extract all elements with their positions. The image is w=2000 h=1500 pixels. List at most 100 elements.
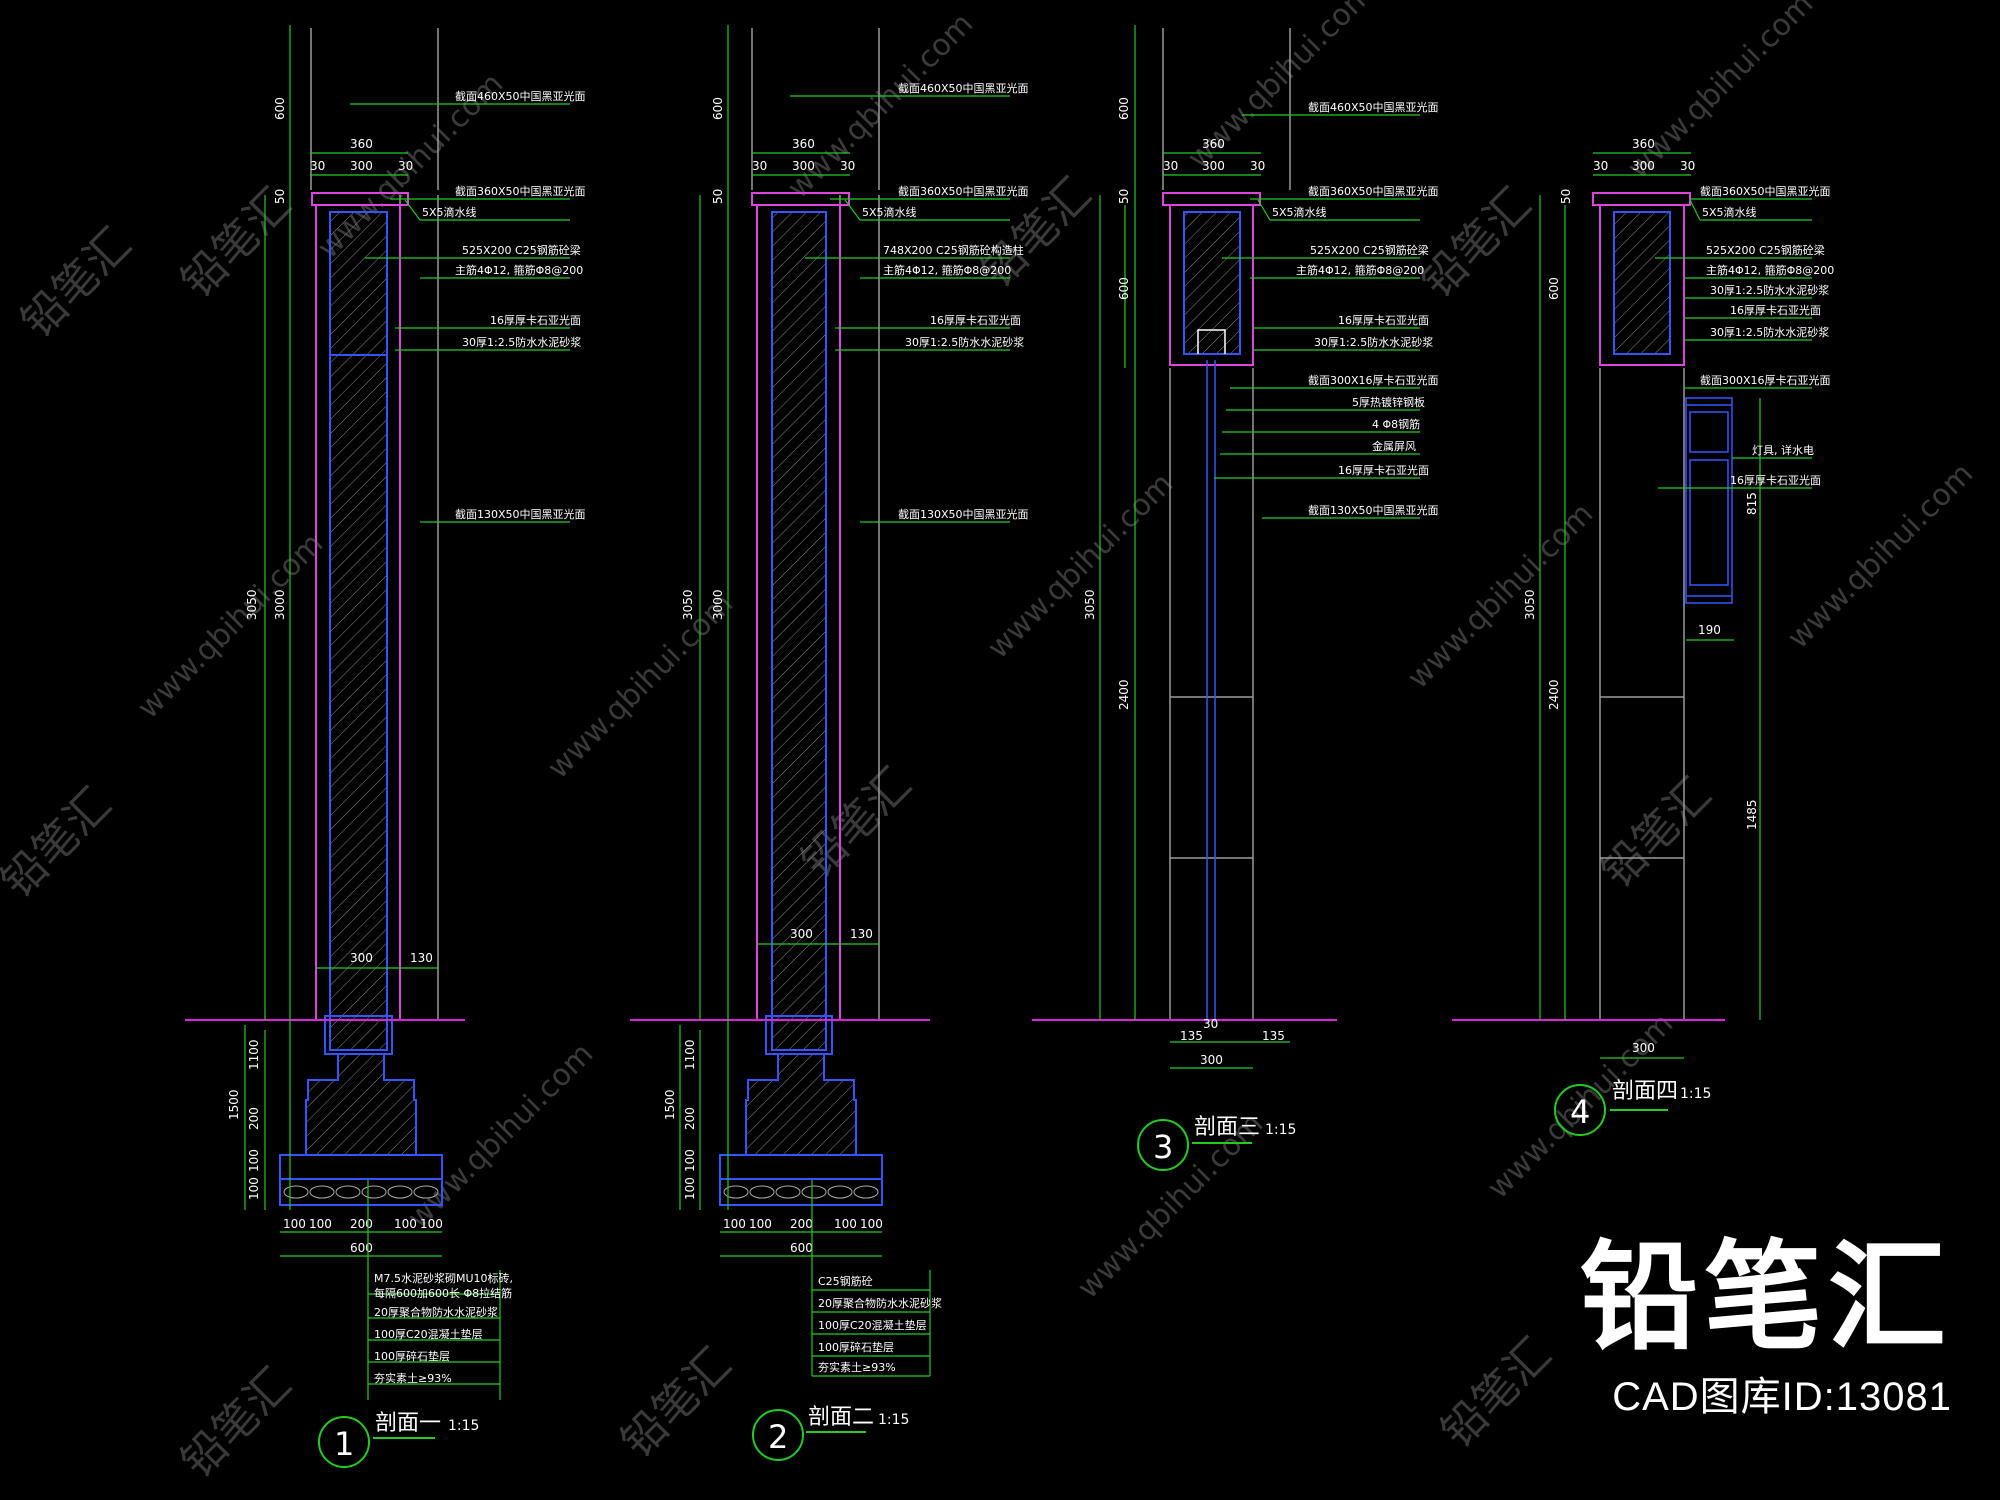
callout-text: 16厚厚卡石亚光面 — [1730, 303, 1821, 317]
callout-text: 截面460X50中国黑亚光面 — [1308, 100, 1439, 114]
dim-text: 100 — [283, 1217, 306, 1231]
note-text: M7.5水泥砂浆砌MU10标砖, — [374, 1271, 513, 1285]
note-text: 100厚C20混凝土垫层 — [818, 1318, 927, 1332]
callout-text: 525X200 C25钢筋砼梁 — [1310, 243, 1429, 257]
section-number: 3 — [1153, 1128, 1173, 1166]
callout-text: 30厚1:2.5防水水泥砂浆 — [1314, 335, 1433, 349]
dim-text: 200 — [350, 1217, 373, 1231]
concrete-column — [329, 211, 388, 1051]
callout-text: 748X200 C25钢筋砼构造柱 — [883, 243, 1024, 257]
dim-text: 1100 — [247, 1039, 261, 1070]
dim-text: 600 — [273, 97, 287, 120]
dim-text: 3050 — [1083, 589, 1097, 620]
section-1: 600 50 3050 3000 1100 1500 200 100 100 3… — [185, 25, 586, 1468]
dim-text: 360 — [1632, 137, 1655, 151]
note-text: 100厚碎石垫层 — [374, 1349, 450, 1363]
note-text: 每隔600加600长 Φ8拉结筋 — [374, 1286, 512, 1300]
column-cap — [1162, 192, 1261, 206]
concrete-pad — [279, 1154, 443, 1180]
dim-text: 190 — [1698, 623, 1721, 637]
dim-text: 100 — [247, 1149, 261, 1172]
callout-text: 主筋4Φ12, 箍筋Φ8@200 — [883, 263, 1011, 277]
dim-text: 135 — [1262, 1029, 1285, 1043]
note-text: 夯实素土≥93% — [374, 1371, 452, 1385]
dim-text: 2400 — [1117, 679, 1131, 710]
dim-text: 30 — [1593, 159, 1608, 173]
dim-text: 50 — [1559, 189, 1573, 204]
lamp-fixture — [1685, 397, 1733, 604]
dim-text: 300 — [792, 159, 815, 173]
section-number-circle — [318, 1416, 370, 1468]
dim-text: 300 — [1202, 159, 1225, 173]
section-title: 剖面二 — [808, 1405, 874, 1430]
watermark-url: www.qbihui.com — [781, 6, 980, 205]
dim-text: 300 — [350, 159, 373, 173]
section-number-circle — [1137, 1119, 1189, 1171]
dim-text: 30 — [752, 159, 767, 173]
callout-text: 5厚热镀锌钢板 — [1352, 395, 1425, 409]
dim-text: 360 — [350, 137, 373, 151]
callout-text: 16厚厚卡石亚光面 — [930, 313, 1021, 327]
callout-text: 截面460X50中国黑亚光面 — [898, 81, 1029, 95]
column-cap — [1592, 192, 1691, 206]
dim-text: 100 — [683, 1177, 697, 1200]
dim-text: 100 — [683, 1149, 697, 1172]
footing — [745, 1053, 857, 1156]
section-number: 2 — [768, 1418, 788, 1456]
dim-text: 30 — [840, 159, 855, 173]
dim-text: 1500 — [227, 1089, 241, 1120]
callout-text: 截面360X50中国黑亚光面 — [1700, 184, 1831, 198]
section-4: 50 600 3050 2400 815 1485 190 360 30 300… — [1452, 137, 1834, 1136]
dim-text: 300 — [350, 951, 373, 965]
dim-text: 200 — [247, 1107, 261, 1130]
note-text: C25钢筋砼 — [818, 1274, 873, 1288]
callout-text: 5X5滴水线 — [1272, 205, 1327, 219]
dim-text: 300 — [1632, 1041, 1655, 1055]
dim-text: 600 — [1117, 97, 1131, 120]
callout-text: 截面460X50中国黑亚光面 — [455, 89, 586, 103]
callout-text: 5X5滴水线 — [422, 205, 477, 219]
brand-block: 铅笔汇 CAD图库ID:13081 — [1580, 1238, 1952, 1422]
watermark-brand: 铅笔汇 — [1432, 1328, 1561, 1457]
cad-library-id: CAD图库ID:13081 — [1612, 1375, 1952, 1419]
dim-text: 360 — [792, 137, 815, 151]
dim-text: 3050 — [245, 589, 259, 620]
callout-text: 525X200 C25钢筋砼梁 — [1706, 243, 1825, 257]
dim-text: 100 — [420, 1217, 443, 1231]
callout-text: 主筋4Φ12, 箍筋Φ8@200 — [1706, 263, 1834, 277]
watermark-brand: 铅笔汇 — [0, 778, 121, 907]
dim-text: 200 — [683, 1107, 697, 1130]
callout-text: 16厚厚卡石亚光面 — [1338, 463, 1429, 477]
callout-text: 截面130X50中国黑亚光面 — [898, 507, 1029, 521]
dim-text: 135 — [1180, 1029, 1203, 1043]
dim-text: 1485 — [1745, 799, 1759, 830]
dim-text: 100 — [394, 1217, 417, 1231]
callout-text: 截面300X16厚卡石亚光面 — [1700, 373, 1831, 387]
dim-text: 3000 — [711, 589, 725, 620]
dim-text: 30 — [398, 159, 413, 173]
gravel-bed — [719, 1178, 883, 1206]
section-title: 剖面三 — [1194, 1115, 1260, 1140]
callout-text: 截面360X50中国黑亚光面 — [898, 184, 1029, 198]
callout-text: 5X5滴水线 — [862, 205, 917, 219]
dim-text: 100 — [749, 1217, 772, 1231]
dim-text: 3050 — [1523, 589, 1537, 620]
brand-logo-text: 铅笔汇 — [1579, 1228, 1952, 1366]
dim-text: 100 — [860, 1217, 883, 1231]
concrete-beam — [1613, 211, 1671, 355]
callout-text: 截面360X50中国黑亚光面 — [1308, 184, 1439, 198]
callout-text: 截面130X50中国黑亚光面 — [1308, 503, 1439, 517]
callout-text: 16厚厚卡石亚光面 — [490, 313, 581, 327]
dim-text: 600 — [711, 97, 725, 120]
section-3: 600 50 600 3050 2400 360 30 300 30 30 13… — [1032, 25, 1439, 1171]
callout-text: 30厚1:2.5防水水泥砂浆 — [462, 335, 581, 349]
dim-text: 2400 — [1547, 679, 1561, 710]
watermark-brand: 铅笔汇 — [1592, 768, 1721, 897]
dim-text: 600 — [790, 1241, 813, 1255]
dim-text: 30 — [1203, 1017, 1218, 1031]
watermark-url: www.qbihui.com — [1401, 496, 1600, 695]
dim-text: 50 — [711, 189, 725, 204]
stone-finish — [1169, 204, 1254, 366]
note-text: 夯实素土≥93% — [818, 1360, 896, 1374]
dim-text: 3000 — [273, 589, 287, 620]
